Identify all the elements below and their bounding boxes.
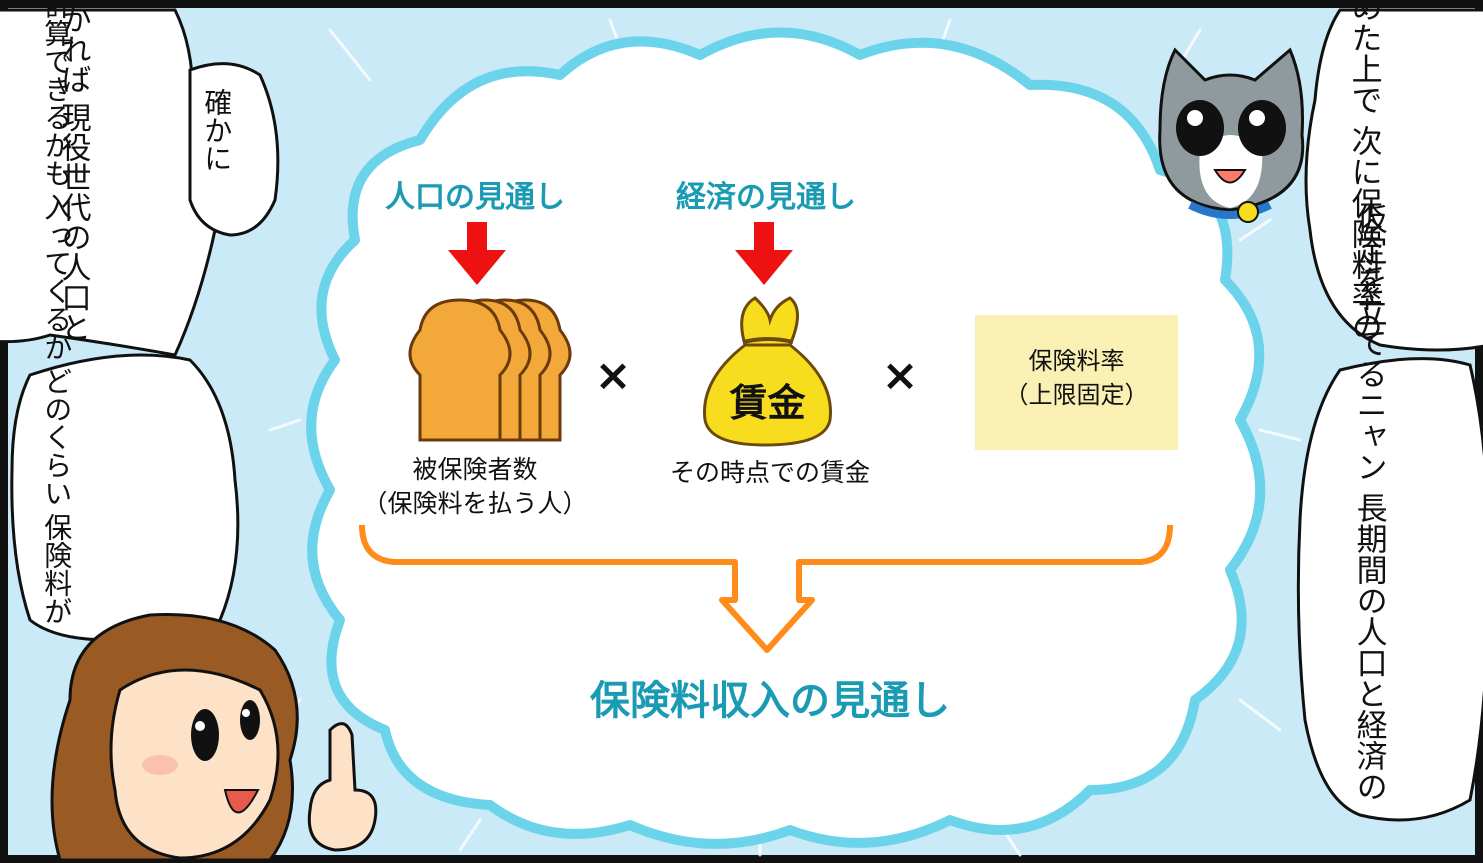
insured-count-label: 被保険者数 （保険料を払う人）: [345, 453, 605, 521]
bubble-line: 次に保険料率の: [1345, 125, 1382, 342]
bubble-line: 確かに: [200, 88, 234, 172]
bubble-line: 長期間の人口と経済の: [1350, 492, 1387, 802]
times-sign-1: ×: [594, 350, 632, 401]
bubble-line: 平均収入が分かれば: [55, 0, 91, 94]
bubble-line: 現役世代の人口と: [55, 102, 91, 342]
bubble-line: 入ってくるか: [40, 193, 74, 361]
bubble-line: 保険料が: [40, 513, 74, 625]
down-arrow-icon-2: [735, 222, 793, 285]
insured-line-1: 被保険者数: [412, 455, 538, 484]
bubble-line: どのくらい: [40, 367, 74, 507]
left-bottom-bubble-text: 保険料が どのくらい 入ってくるか 計算できるかも: [40, 0, 74, 625]
times-sign-2: ×: [881, 350, 919, 401]
bubble-line: 上限を決めた上で: [1345, 0, 1382, 115]
right-bottom-bubble-text: 長期間の人口と経済の 仮定を立てるニャン: [1350, 203, 1387, 802]
bubble-line: 計算できるかも: [40, 0, 74, 187]
cat-character: [1158, 47, 1305, 223]
money-bag-icon: [703, 296, 832, 447]
people-silhouettes-icon: [408, 298, 572, 442]
left-mid-bubble-text: 確かに: [200, 88, 234, 208]
background-streaks: [268, 18, 1302, 857]
result-label: 保険料収入の見通し: [590, 678, 950, 724]
rate-line-1: 保険料率: [1028, 347, 1125, 375]
economy-outlook-label: 経済の見通し: [676, 180, 856, 215]
wage-caption: その時点での賃金: [669, 458, 870, 487]
girl-character: [50, 612, 378, 862]
rate-label: 保険料率 （上限固定）: [975, 345, 1178, 412]
summary-bracket-arrow: [359, 524, 1173, 653]
left-top-bubble-text: 現役世代の人口と 平均収入が分かれば: [55, 0, 91, 342]
wage-bag-label: 賃金: [729, 381, 806, 425]
speech-bubble-right-top: [1304, 8, 1483, 352]
rate-line-2: （上限固定）: [1004, 380, 1149, 409]
insured-line-2: （保険料を払う人）: [362, 488, 588, 518]
down-arrow-icon-1: [448, 222, 506, 285]
rate-box: [975, 315, 1178, 450]
right-top-bubble-text: 次に保険料率の 上限を決めた上で: [1345, 0, 1382, 342]
speech-bubble-right-bottom: [1296, 357, 1483, 822]
bubble-line: 仮定を立てるニャン: [1350, 203, 1387, 482]
speech-bubble-left-top: [0, 8, 221, 357]
speech-bubble-left-mid: [188, 62, 280, 237]
population-outlook-label: 人口の見通し: [385, 180, 565, 215]
